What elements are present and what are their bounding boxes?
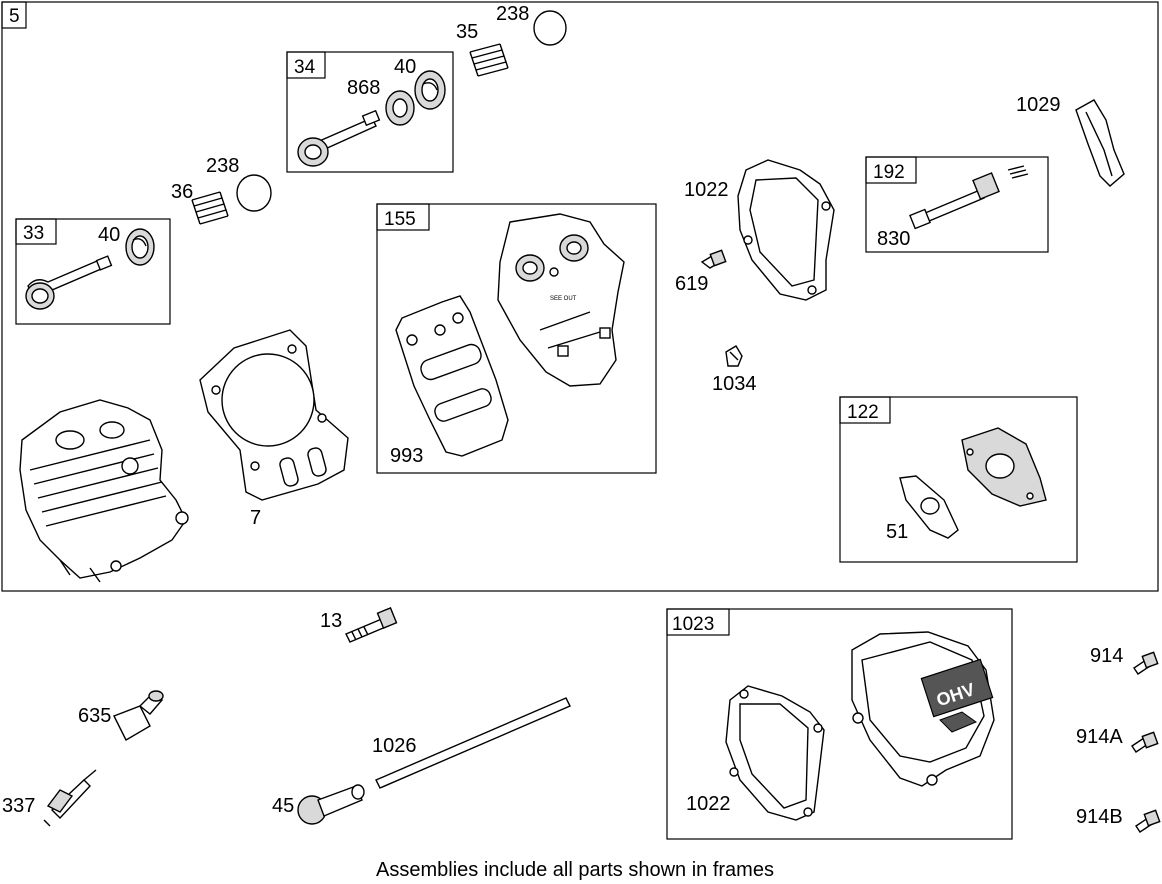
bolt-619-part xyxy=(700,249,727,269)
label-1022b: 1022 xyxy=(686,793,731,815)
screw-914-part xyxy=(1133,651,1159,675)
see-out-stamp: SEE OUT xyxy=(550,296,577,302)
cylinder-head-part xyxy=(19,399,189,583)
spark-plug-337-part xyxy=(43,769,97,827)
cap-238b-part xyxy=(236,174,272,212)
gasket-valve-plate-part: SEE OUT xyxy=(497,213,625,387)
label-51: 51 xyxy=(886,521,908,543)
frame-122-tag: 122 xyxy=(847,402,879,423)
frame-1023: 1023 xyxy=(666,608,1013,840)
rocker-arm-1029-part xyxy=(1075,99,1125,187)
valve-34-part xyxy=(297,109,381,167)
screw-914A-part xyxy=(1131,731,1159,753)
label-914: 914 xyxy=(1090,645,1123,667)
tappet-45-part xyxy=(297,784,365,825)
gasket-993-part xyxy=(395,295,509,457)
retainer-40b-part xyxy=(125,228,155,266)
label-35: 35 xyxy=(456,21,478,43)
label-1022a: 1022 xyxy=(684,179,729,201)
cap-238a-part xyxy=(533,10,567,46)
spring-35-part xyxy=(469,43,509,77)
clip-1034-part xyxy=(725,345,743,367)
push-rod-1026-part xyxy=(375,697,571,789)
head-gasket-7-part xyxy=(199,329,349,501)
main-assembly-frame: 5 xyxy=(1,1,1159,592)
diagram-caption: Assemblies include all parts shown in fr… xyxy=(376,859,774,881)
label-1026: 1026 xyxy=(372,735,417,757)
cover-gasket-1022b-part xyxy=(725,685,825,821)
label-993: 993 xyxy=(390,445,423,467)
label-1029: 1029 xyxy=(1016,94,1061,116)
valve-33-part xyxy=(25,255,113,310)
bolt-13-part xyxy=(345,607,398,643)
terminal-635-part xyxy=(113,690,164,741)
label-238a: 238 xyxy=(496,3,529,25)
frame-192-tag: 192 xyxy=(873,162,905,183)
retainer-40a-part xyxy=(414,70,446,110)
label-7: 7 xyxy=(250,507,261,529)
label-36: 36 xyxy=(171,181,193,203)
seal-868-part xyxy=(385,90,415,126)
label-635: 635 xyxy=(78,705,111,727)
cover-gasket-1022a-part xyxy=(737,159,835,301)
label-45: 45 xyxy=(272,795,294,817)
label-40a: 40 xyxy=(394,56,416,78)
frame-1023-tag: 1023 xyxy=(672,614,714,635)
frame-33: 33 xyxy=(15,218,171,325)
gasket-51-part xyxy=(899,475,959,539)
valve-cover-part: OHV xyxy=(851,631,995,787)
breather-830-part xyxy=(909,165,1029,230)
frame-122: 122 xyxy=(839,396,1078,563)
screw-914B-part xyxy=(1135,809,1161,833)
frame-34: 34 xyxy=(286,51,454,173)
label-238b: 238 xyxy=(206,155,239,177)
label-40b: 40 xyxy=(98,224,120,246)
frame-155: 155 xyxy=(376,203,657,474)
label-13: 13 xyxy=(320,610,342,632)
label-1034: 1034 xyxy=(712,373,757,395)
frame-34-tag: 34 xyxy=(294,57,316,78)
label-619: 619 xyxy=(675,273,708,295)
label-914A: 914A xyxy=(1076,726,1123,748)
main-frame-tag: 5 xyxy=(9,6,20,27)
label-337: 337 xyxy=(2,795,35,817)
adapter-part xyxy=(961,427,1047,507)
spring-36-part xyxy=(191,191,229,225)
frame-192: 192 xyxy=(865,156,1049,253)
label-914B: 914B xyxy=(1076,806,1123,828)
frame-155-tag: 155 xyxy=(384,209,416,230)
frame-33-tag: 33 xyxy=(23,223,44,244)
label-868: 868 xyxy=(347,77,380,99)
label-830: 830 xyxy=(877,228,910,250)
